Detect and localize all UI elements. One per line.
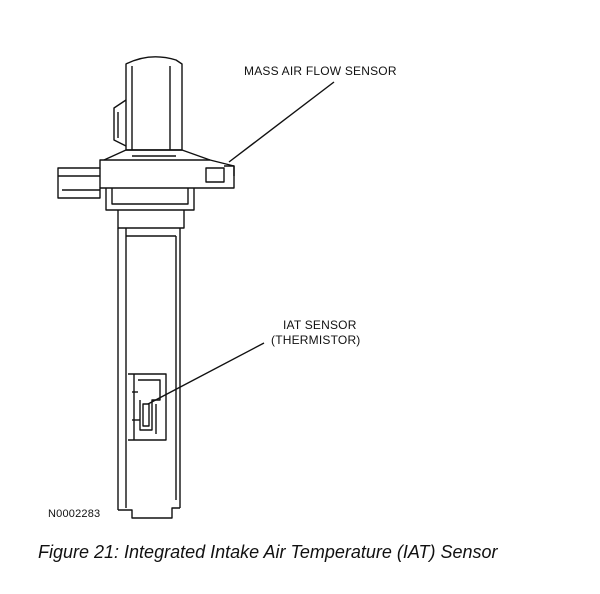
sensor-collar bbox=[105, 188, 195, 229]
probe-body bbox=[117, 228, 181, 519]
iat-leader bbox=[147, 342, 265, 405]
figure-caption: Figure 21: Integrated Intake Air Tempera… bbox=[38, 542, 498, 562]
iat-sensor-label: IAT SENSOR bbox=[283, 318, 357, 332]
figure-code: N0002283 bbox=[48, 508, 101, 520]
maf-leader bbox=[228, 81, 335, 163]
mounting-flange bbox=[57, 149, 235, 199]
mass-air-flow-label: MASS AIR FLOW SENSOR bbox=[244, 64, 397, 78]
thermistor-label: (THERMISTOR) bbox=[271, 333, 361, 347]
connector-housing bbox=[113, 56, 183, 151]
